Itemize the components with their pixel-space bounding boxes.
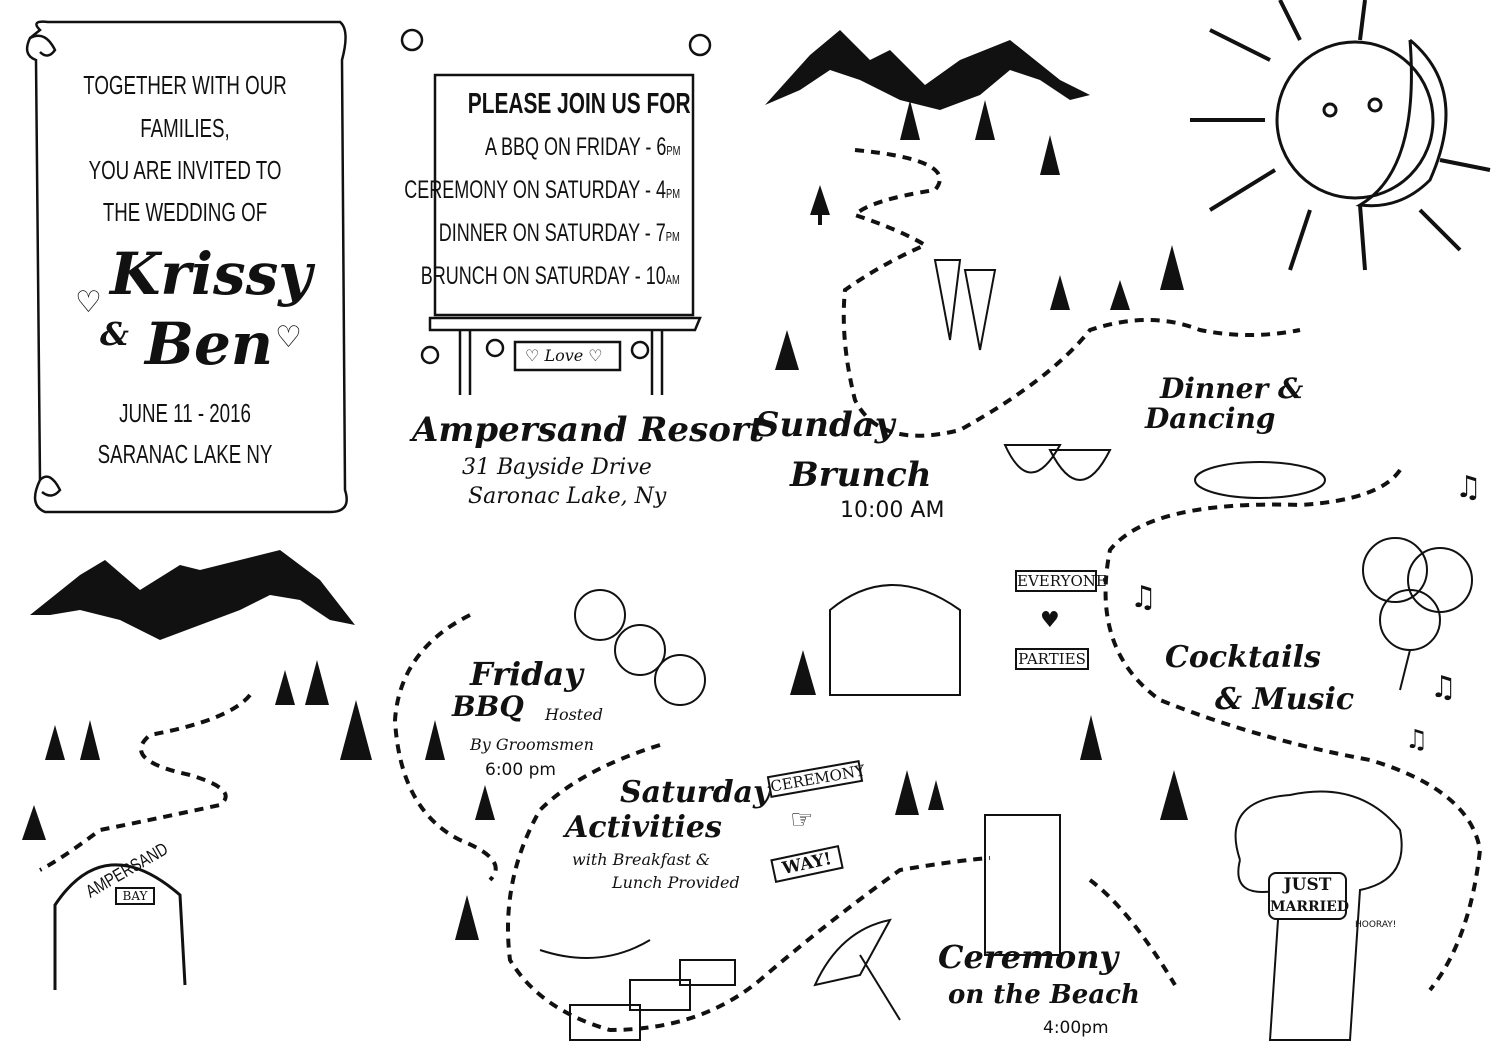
just-married-line: JUST [1283,875,1332,895]
wedding-location: SARANAC LAKE NY [97,439,273,469]
ceremony-beach-title: Ceremony [938,938,1119,976]
dinner-dancing-title: Dancing [1145,402,1276,435]
everyone-sign: EVERYONE [1015,570,1107,592]
venue-address-line1: 31 Bayside Drive [462,455,652,480]
hooray-bubble: HOORAY! [1355,920,1397,930]
sunday-brunch-title: Sunday [755,405,895,445]
heart-icon: ♡ [275,320,302,355]
friday-bbq-title: BBQ [452,690,524,723]
love-plaque: ♡ Love ♡ [525,346,603,365]
bride-name: Krissy [110,240,313,308]
just-married-line: MARRIED [1270,899,1349,915]
sun-moon-illustration [1190,0,1491,271]
sketch-details [53,259,1473,1041]
love-plaque-text: Love [544,346,584,365]
saturday-activities-detail: Lunch Provided [612,873,740,892]
sunday-brunch-time: 10:00 AM [840,498,945,523]
schedule-item-suffix: PM [665,186,680,201]
sunday-brunch-title: Brunch [790,455,932,495]
friday-bbq-hosted: Hosted [545,705,603,724]
cocktails-music-title: & Music [1215,682,1355,717]
friday-bbq-title: Friday [470,655,583,693]
cocktails-music-title: Cocktails [1165,640,1321,675]
invitation-line: YOU ARE INVITED TO [88,155,282,185]
pine-trees [22,100,1188,940]
schedule-item-text: BRUNCH ON SATURDAY - 10 [420,262,666,290]
schedule-item-text: A BBQ ON FRIDAY - 6 [484,133,666,161]
schedule-item-suffix: PM [665,229,680,244]
dinner-dancing-title: Dinner & [1160,372,1304,405]
pointing-hand-icon: ☞ [790,805,814,835]
saturday-activities-detail: with Breakfast & [572,850,711,869]
bay-plaque: BAY [115,887,155,905]
venue-name: Ampersand Resort [412,410,765,450]
scroll-frame [25,20,348,514]
schedule-item-suffix: PM [665,143,680,158]
wedding-date: JUNE 11 - 2016 [119,398,251,428]
ceremony-beach-title: on the Beach [948,980,1140,1010]
schedule-item: DINNER ON SATURDAY - 7PM [439,219,680,248]
schedule-item: A BBQ ON FRIDAY - 6PM [485,133,680,162]
ampersand: & [100,315,129,353]
music-note-icon: ♫ [1455,470,1482,505]
invitation-line: FAMILIES, [140,113,230,143]
invitation-line: TOGETHER WITH OUR [83,70,287,100]
music-note-icon: ♫ [1405,725,1429,755]
heart-icon: ♡ [75,285,102,320]
friday-bbq-host: By Groomsmen [470,735,594,754]
schedule-item-suffix: AM [665,272,680,287]
venue-address-line2: Saronac Lake, Ny [468,484,667,509]
invitation-line: THE WEDDING OF [102,197,268,227]
music-note-icon: ♫ [1430,670,1457,705]
route-path [39,148,1483,1033]
schedule-item-text: DINNER ON SATURDAY - 7 [438,219,666,247]
saturday-activities-title: Activities [565,810,722,845]
schedule-item: CEREMONY ON SATURDAY - 4PM [404,176,680,205]
groom-name: Ben [145,310,274,378]
schedule-item-text: CEREMONY ON SATURDAY - 4 [404,176,666,204]
friday-bbq-time: 6:00 pm [485,760,556,780]
schedule-heading: PLEASE JOIN US FOR [467,88,691,120]
mountains [30,30,1090,640]
saturday-activities-title: Saturday [620,775,771,810]
ceremony-beach-time: 4:00pm [1043,1018,1109,1038]
parties-sign: PARTIES [1015,648,1089,670]
music-note-icon: ♫ [1130,580,1157,615]
just-married-sign: JUST MARRIED [1268,872,1349,920]
schedule-item: BRUNCH ON SATURDAY - 10AM [421,262,680,291]
schedule-signboard [400,28,712,395]
heart-icon: ♥ [1040,608,1060,633]
